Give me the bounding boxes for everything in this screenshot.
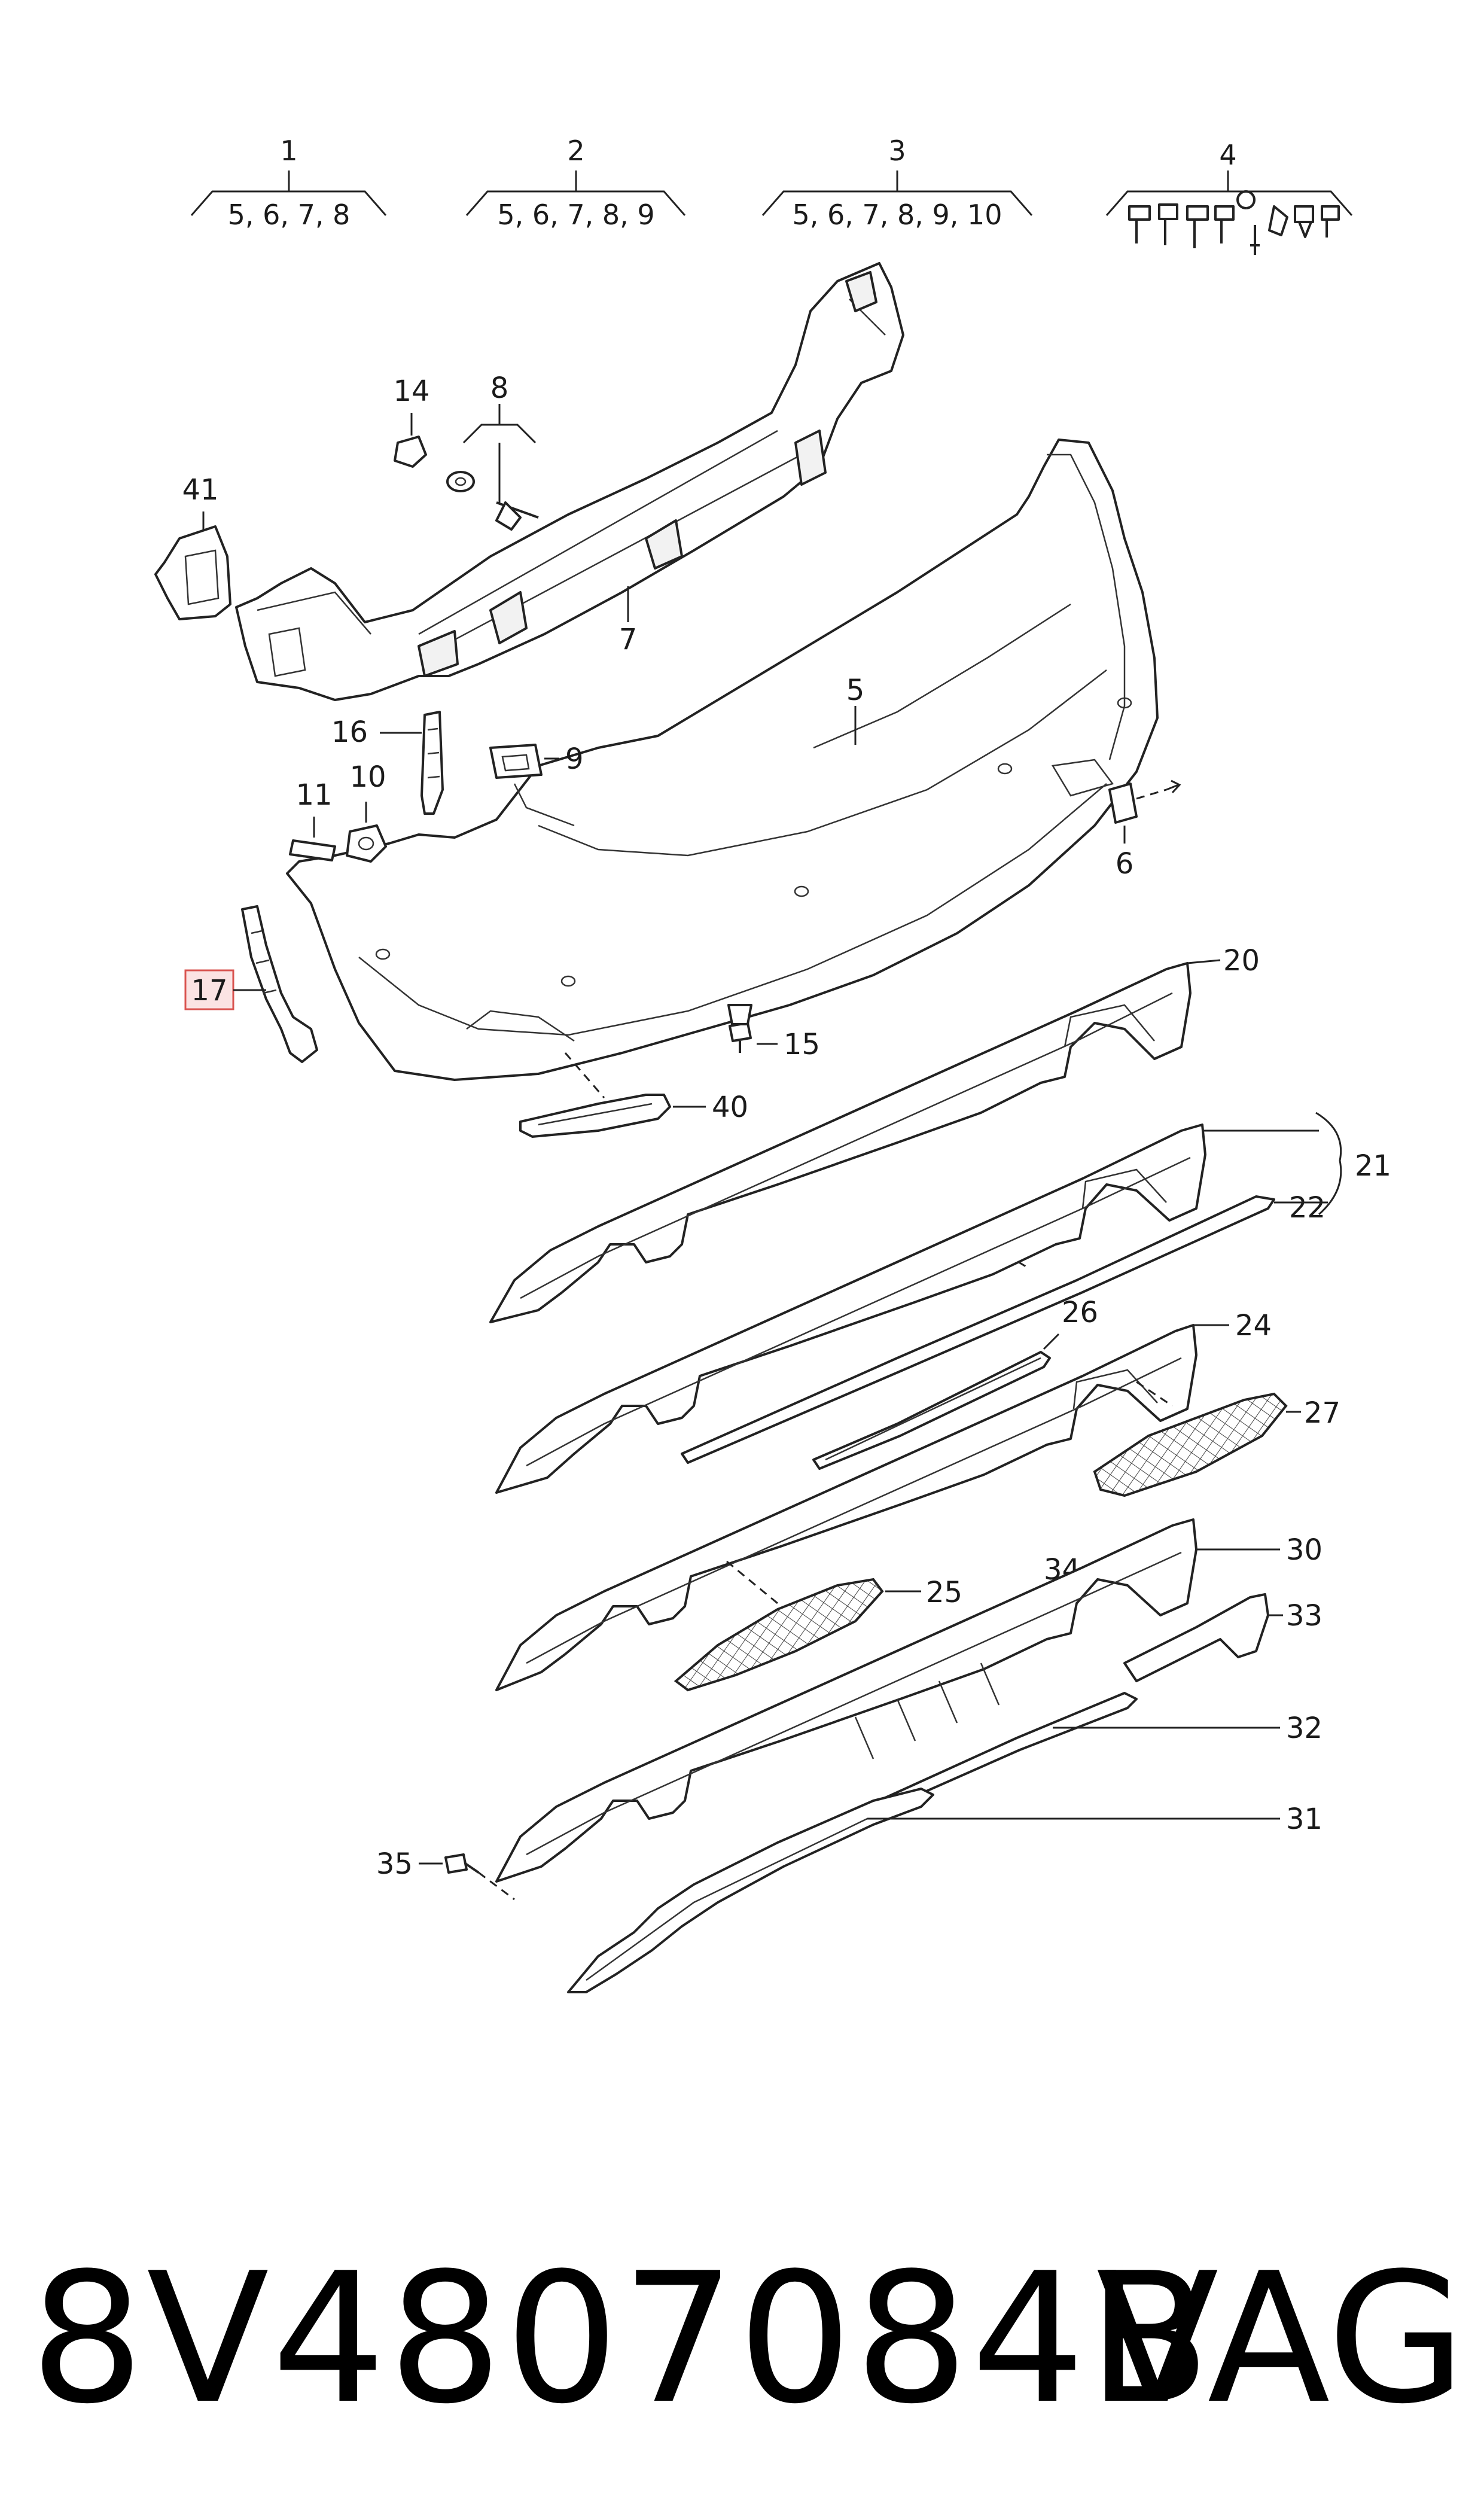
- callout-15: 15: [784, 1028, 820, 1061]
- group-1-header: 1 5, 6, 7, 8: [190, 135, 387, 231]
- part-5-bumper-cover: [286, 439, 1159, 1081]
- callout-30: 30: [1286, 1533, 1323, 1567]
- callout-27: 27: [1304, 1396, 1340, 1430]
- callout-6: 6: [1116, 847, 1134, 881]
- part-27-grille: [1093, 1392, 1288, 1497]
- callout-17-highlight: [184, 969, 234, 1010]
- fastener-set-icon: [1128, 190, 1340, 255]
- part-number: 8V4807084B: [30, 2234, 1213, 2443]
- part-26-strip: [812, 1351, 1051, 1470]
- callout-17: 17: [191, 974, 227, 1007]
- part-9-plate: [489, 744, 543, 779]
- callout-7: 7: [619, 623, 638, 656]
- group-1-number: 1: [280, 135, 297, 167]
- part-16-guide: [420, 711, 444, 815]
- part-31-lower-trim: [567, 1788, 934, 1993]
- callout-9: 9: [565, 742, 584, 776]
- brand-name: VAG: [1096, 2234, 1466, 2443]
- part-25-grille: [674, 1578, 884, 1692]
- callout-10: 10: [349, 760, 386, 794]
- part-33-trim: [1123, 1593, 1269, 1682]
- part-20-diffuser: [489, 962, 1192, 1323]
- callout-25: 25: [926, 1576, 962, 1609]
- part-21-diffuser-assembly: [495, 1123, 1206, 1494]
- callout-24: 24: [1235, 1309, 1272, 1342]
- part-40-reflector: [519, 1094, 671, 1138]
- group-4-header: 4: [1105, 139, 1353, 255]
- part-10-cap: [346, 824, 387, 863]
- part-24-diffuser: [495, 1324, 1197, 1691]
- callout-40: 40: [712, 1091, 748, 1124]
- callout-33: 33: [1286, 1599, 1323, 1633]
- group-2-items: 5, 6, 7, 8, 9: [497, 199, 654, 231]
- part-41-bracket: [154, 525, 231, 620]
- callout-35: 35: [376, 1847, 413, 1881]
- group-2-header: 2 5, 6, 7, 8, 9: [465, 135, 686, 231]
- callout-14: 14: [393, 374, 429, 408]
- part-7-bumper-bracket: [235, 262, 904, 701]
- callout-20: 20: [1223, 944, 1260, 978]
- callout-41: 41: [182, 473, 218, 507]
- group-3-header: 3 5, 6, 7, 8, 9, 10: [761, 135, 1033, 231]
- part-11-strip: [289, 839, 336, 861]
- parts-diagram: 1 5, 6, 7, 8 2 5, 6, 7, 8, 9 3 5, 6, 7, …: [154, 135, 1391, 1993]
- part-8-washer-and-bolt: [446, 471, 539, 531]
- part-6-clip: [1108, 780, 1181, 824]
- callout-22: 22: [1289, 1191, 1325, 1225]
- group-3-items: 5, 6, 7, 8, 9, 10: [792, 199, 1002, 231]
- part-22-trim-strip: [681, 1195, 1275, 1464]
- group-2-number: 2: [567, 135, 584, 167]
- callout-26: 26: [1062, 1296, 1098, 1329]
- group-3-number: 3: [888, 135, 906, 167]
- callout-5: 5: [846, 674, 865, 707]
- callout-31: 31: [1286, 1803, 1323, 1836]
- part-14-nut: [394, 436, 427, 468]
- callout-8: 8: [490, 372, 509, 405]
- part-30-diffuser: [495, 1518, 1197, 1883]
- callout-16: 16: [331, 715, 368, 749]
- part-35-screw: [444, 1853, 480, 1874]
- callout-32: 32: [1286, 1712, 1323, 1745]
- callout-21: 21: [1355, 1149, 1391, 1183]
- callout-11: 11: [295, 778, 332, 812]
- group-1-items: 5, 6, 7, 8: [228, 199, 351, 231]
- part-15-screw: [727, 1004, 752, 1053]
- part-17-side-bracket: [241, 905, 318, 1063]
- group-4-number: 4: [1219, 139, 1236, 171]
